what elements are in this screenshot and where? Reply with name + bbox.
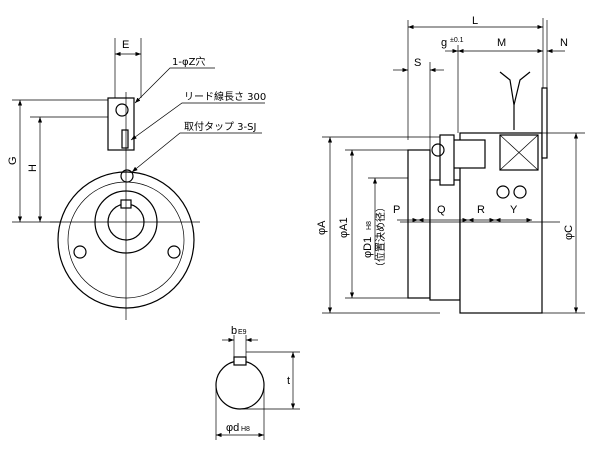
dim-g-label: G	[7, 156, 19, 165]
callout-hole: 1-φZ穴	[172, 55, 205, 68]
dim-a-label: φA	[316, 220, 328, 235]
front-view: E G H 1-φZ穴 リード線長さ 300 取付タップ 3-SJ	[7, 38, 266, 320]
dim-d1-label: φD1	[362, 237, 374, 258]
bearing-ball-1	[496, 185, 510, 199]
bolt	[431, 143, 445, 157]
dim-m-label: M	[497, 37, 506, 49]
rotor-disk	[439, 134, 455, 186]
tap-hole-top	[120, 169, 134, 183]
dim-t-label: t	[287, 375, 290, 387]
shaft-keyway	[233, 356, 247, 366]
flange	[407, 149, 431, 299]
rotor-part	[449, 139, 486, 169]
dim-l-label: L	[472, 15, 478, 27]
mounting-bracket	[107, 97, 135, 151]
dim-g-label: g	[441, 37, 447, 49]
dim-y-label: Y	[510, 204, 518, 216]
bearing-ball-2	[513, 185, 527, 199]
bracket-hole	[115, 103, 129, 117]
dim-g-tolerance: ±0.1	[450, 37, 464, 44]
lead-wire	[121, 129, 129, 149]
callout-lead-length: リード線長さ 300	[184, 90, 266, 103]
dim-d1-tolerance: H8	[366, 221, 373, 230]
tap-hole-left	[73, 245, 87, 259]
callout-tap: 取付タップ 3-SJ	[184, 120, 256, 133]
dim-h-label: H	[27, 164, 39, 172]
dim-d-label: φd	[226, 422, 239, 434]
armature	[429, 179, 461, 301]
dim-d1-note: （位置決め径）	[374, 202, 387, 272]
shaft-circle	[215, 360, 265, 410]
dim-e-label: E	[122, 39, 129, 51]
dim-c-label: φC	[563, 225, 575, 240]
dim-q-label: Q	[437, 204, 446, 216]
dim-d-tolerance: H8	[241, 426, 250, 433]
tap-hole-right	[167, 245, 181, 259]
dim-b-label: b	[231, 325, 237, 337]
dim-r-label: R	[477, 204, 485, 216]
dim-b-tolerance: E9	[238, 329, 247, 336]
dim-s-label: S	[414, 57, 421, 69]
dim-p-label: P	[393, 204, 400, 216]
dim-n-label: N	[560, 37, 568, 49]
bracket-side	[541, 87, 548, 159]
dim-a1-label: φA1	[338, 217, 350, 238]
shaft-section: b E9 t φd H8	[215, 325, 300, 440]
side-view: L g ±0.1 M N S P Q R Y φA φA1 φD1 H8	[316, 15, 585, 314]
